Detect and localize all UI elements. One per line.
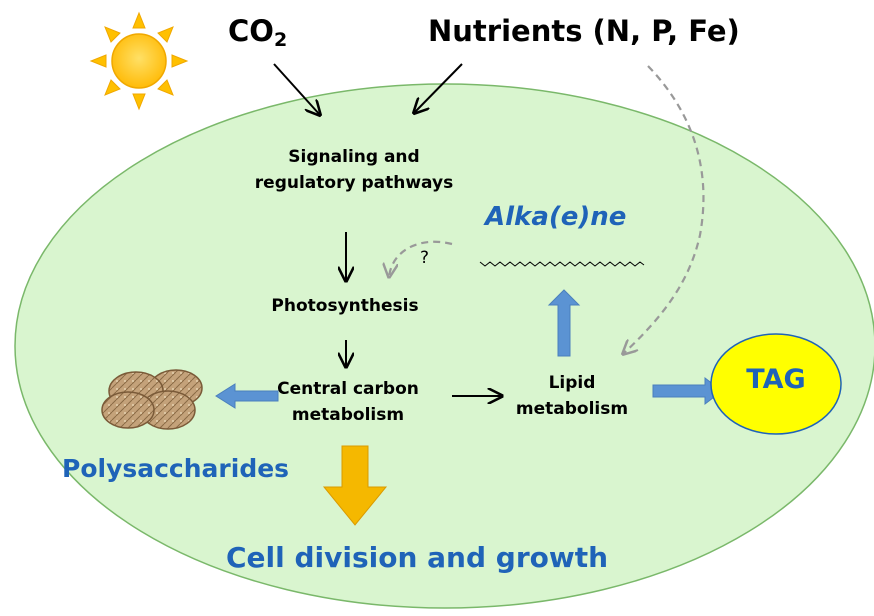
co2-label: CO2 — [228, 14, 288, 51]
alkane-to-photosynthesis-dashed-arrow — [389, 240, 453, 277]
central-carbon-metabolism-label: Central carbon metabolism — [277, 379, 419, 425]
co2-arrow — [273, 63, 320, 115]
polysaccharide-granules-icon — [101, 369, 203, 430]
tag-label: TAG — [746, 364, 806, 395]
polysaccharides-label: Polysaccharides — [62, 454, 290, 483]
nutrients-to-lipid-dashed-arrow — [623, 65, 705, 354]
cell-ellipse — [14, 83, 874, 609]
cell-division-growth-label: Cell division and growth — [226, 541, 609, 574]
alkaene-label: Alka(e)ne — [485, 202, 627, 232]
growth-arrow — [322, 445, 388, 526]
nutrients-arrow — [414, 63, 463, 113]
question-mark: ? — [420, 248, 430, 268]
signaling-label: Signaling and regulatory pathways — [254, 147, 454, 193]
tag-oil-body — [710, 333, 842, 435]
lipid-to-alkane-arrow — [547, 289, 581, 357]
nutrients-label: Nutrients (N, P, Fe) — [428, 14, 740, 48]
lipid-metabolism-label: Lipid metabolism — [515, 373, 629, 419]
sun-icon — [89, 11, 189, 111]
photosynthesis-label: Photosynthesis — [271, 296, 419, 316]
central-to-polysaccharides-arrow — [215, 383, 279, 409]
alkane-chain-icon — [479, 261, 645, 267]
